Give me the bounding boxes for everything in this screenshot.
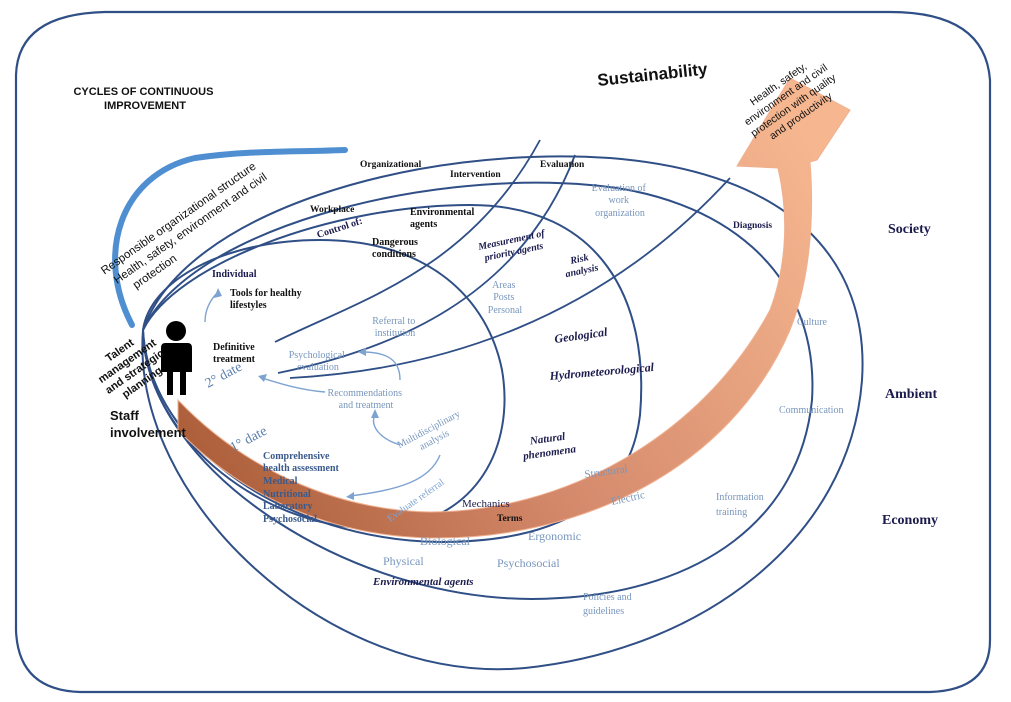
svg-text:Referral to institution: Referral to institution xyxy=(372,316,418,339)
eval-work-line1: Evaluation of xyxy=(592,183,647,194)
communication-label: Communication xyxy=(779,405,843,416)
control-label: Control of: xyxy=(316,216,364,241)
tools-line2: lifestyles xyxy=(230,300,267,311)
cycle-arrow-2 xyxy=(361,351,401,381)
ellipse-ambient xyxy=(141,181,814,600)
svg-text:Tools for healthy lifestyl: Tools for healthy lifestyles xyxy=(230,288,304,311)
title-line2: IMPROVEMENT xyxy=(104,100,186,112)
divider-evaluation xyxy=(277,154,576,374)
svg-text:Information training: Information training xyxy=(716,492,766,518)
svg-text:Natural: Natural xyxy=(528,430,567,447)
referral-line2: institution xyxy=(375,328,416,339)
intervention-label: Intervention xyxy=(450,170,501,180)
assessment-line4: Nutritional xyxy=(263,489,311,500)
eval-work-line2: work xyxy=(608,195,629,206)
svg-text:Comprehensive health asses: Comprehensive health assessment Medical … xyxy=(263,451,341,525)
divider-diagnosis xyxy=(289,177,731,379)
svg-text:CYCLES OF CONTINUOUS IMPRO: CYCLES OF CONTINUOUS IMPROVEMENT xyxy=(73,86,216,112)
organizational-label: Organizational xyxy=(360,160,422,170)
ergonomic-label: Ergonomic xyxy=(528,529,581,543)
env-agents-line2: agents xyxy=(410,219,437,230)
staff-line1: Staff xyxy=(110,408,140,423)
svg-text:analysis: analysis xyxy=(565,262,600,280)
arrowhead-2 xyxy=(358,348,366,356)
definitive-line2: treatment xyxy=(213,354,256,365)
staff-line2: involvement xyxy=(110,425,187,440)
svg-text:Evaluation of work org: Evaluation of work organization xyxy=(592,183,649,219)
svg-text:Definitive treatment: Definitive treatment xyxy=(213,342,257,365)
title-line1: CYCLES OF CONTINUOUS xyxy=(73,86,213,98)
ambient-label: Ambient xyxy=(885,387,937,402)
assessment-line3: Medical xyxy=(263,476,298,487)
assessment-line1: Comprehensive xyxy=(263,451,330,462)
arrowhead-3 xyxy=(258,374,267,382)
culture-label: Culture xyxy=(797,317,828,328)
recommendations-line2: and treatment xyxy=(339,400,394,411)
ellipse-society xyxy=(141,155,864,671)
policies-line1: Policies and xyxy=(583,592,632,603)
env-agents-line1: Environmental xyxy=(410,207,474,218)
individual-label: Individual xyxy=(212,269,257,280)
divider-intervention xyxy=(274,139,541,343)
person-icon xyxy=(161,321,192,395)
svg-text:Recommendations and treatm: Recommendations and treatment xyxy=(328,388,405,411)
biological-label: Biological xyxy=(420,534,471,548)
svg-text:Environmental agents: Environmental agents xyxy=(410,207,477,230)
psychosocial-label: Psychosocial xyxy=(497,556,560,570)
risk-line1: Risk xyxy=(568,252,589,267)
outer-frame xyxy=(14,10,992,694)
improvement-arrow xyxy=(177,77,851,539)
areas-label: Areas xyxy=(492,280,515,291)
ellipse-workplace xyxy=(141,203,643,544)
assessment-line2: health assessment xyxy=(263,463,340,474)
tools-line1: Tools for healthy xyxy=(230,288,302,299)
dangerous-line1: Dangerous xyxy=(372,237,418,248)
economy-label: Economy xyxy=(882,513,938,528)
eval-work-line3: organization xyxy=(595,208,645,219)
assessment-line6: Psychosocial xyxy=(263,514,317,525)
psych-line2: evaluation xyxy=(297,362,339,373)
cycle-arrow-5 xyxy=(349,454,441,497)
information-line1: Information xyxy=(716,492,764,503)
assessment-line5: Laboratory xyxy=(263,501,312,512)
svg-text:Staff involvement: Staff involvement xyxy=(110,408,187,440)
svg-text:Risk: Risk xyxy=(568,252,589,267)
left-blue-arc xyxy=(112,147,348,328)
env-agents-label: Environmental agents xyxy=(372,576,474,588)
risk-line2: analysis xyxy=(565,262,600,280)
sustainability-label: Sustainability xyxy=(596,59,708,90)
policies-line2: guidelines xyxy=(583,606,624,617)
recommendations-line1: Recommendations xyxy=(328,388,403,399)
arrowhead-5 xyxy=(346,492,354,500)
arrowhead-1 xyxy=(214,288,222,298)
geological-label: Geological xyxy=(553,325,608,346)
cycle-arrow-3 xyxy=(261,377,326,393)
hydrometeorological-label: Hydrometeorological xyxy=(548,360,655,383)
referral-line1: Referral to xyxy=(372,316,415,327)
dangerous-line2: conditions xyxy=(372,249,416,260)
psych-line1: Psychological xyxy=(289,350,345,361)
ellipse-individual xyxy=(141,238,506,530)
structural-label: Structural xyxy=(584,463,629,481)
society-label: Society xyxy=(888,222,931,237)
definitive-line1: Definitive xyxy=(213,342,255,353)
personal-label: Personal xyxy=(488,305,523,316)
information-line2: training xyxy=(716,507,747,518)
evaluation-label: Evaluation xyxy=(540,160,585,170)
posts-label: Posts xyxy=(493,292,514,303)
natural-line1: Natural xyxy=(528,430,567,447)
svg-text:Psychological evaluation: Psychological evaluation xyxy=(289,350,348,373)
workplace-label: Workplace xyxy=(310,205,354,215)
arrowhead-4 xyxy=(371,409,379,418)
terms-label: Terms xyxy=(497,514,523,524)
svg-text:Dangerous conditions: Dangerous conditions xyxy=(372,237,420,260)
mechanics-label: Mechanics xyxy=(462,498,510,510)
svg-text:Areas Posts Personal: Areas Posts Personal xyxy=(488,280,523,316)
svg-text:Policies and guidelines: Policies and guidelines xyxy=(583,592,634,617)
physical-label: Physical xyxy=(383,554,424,568)
diagnosis-label: Diagnosis xyxy=(733,221,772,231)
